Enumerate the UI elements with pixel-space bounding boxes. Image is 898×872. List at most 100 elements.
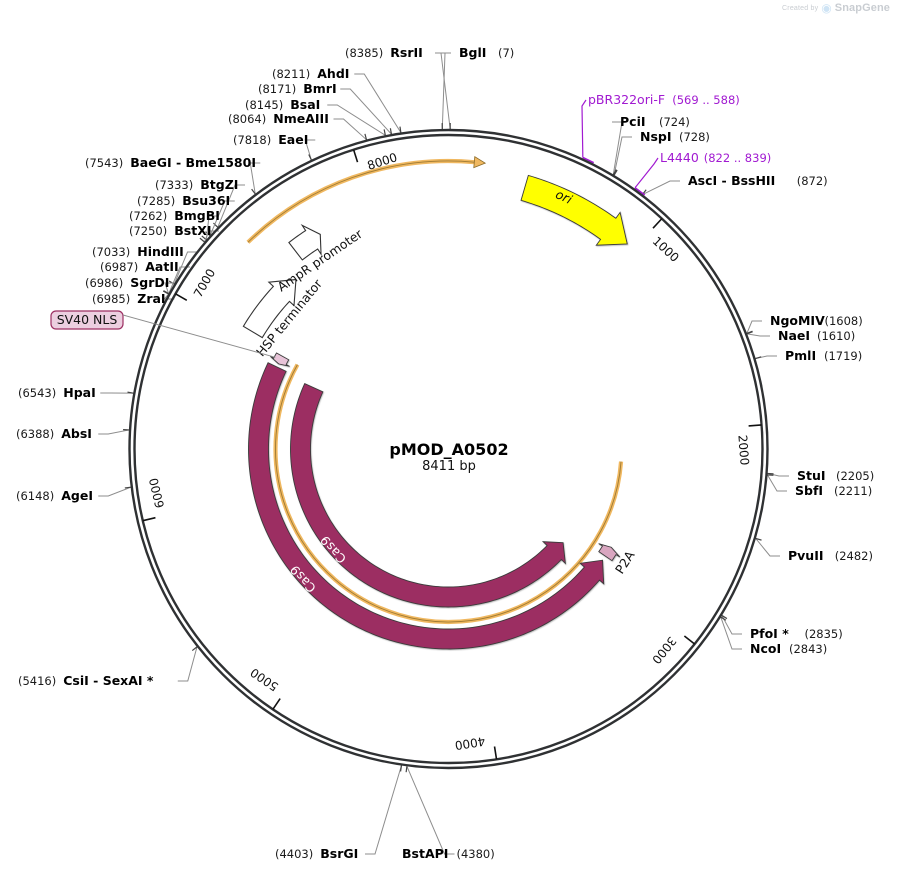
restriction-site-label: (7818) EaeI [233,132,308,147]
restriction-site-label: (6543)HpaI [18,385,96,400]
restriction-site-label: (7262) BmgBI [129,208,220,223]
site-name: StuI [797,468,826,483]
primer-range: (822 .. 839) [704,151,772,165]
leader-line [613,136,632,176]
restriction-site-label: (8385) RsrII [345,45,423,60]
restriction-site-label: (6985)ZraI [92,291,166,306]
ruler-tick [272,698,281,710]
orange-feature-track [246,155,624,625]
leader-line [98,486,131,497]
leader-line [327,104,386,136]
feature-ori [520,174,628,246]
ruler-tick [652,218,663,229]
site-name: BmgBI [174,208,220,223]
site-name: PciI [620,114,646,129]
plasmid-backbone [128,128,769,770]
restriction-site-label: (2211)SbfI [795,483,872,498]
ruler-tick [352,149,359,163]
leader-line [406,766,455,855]
ruler-tick-label: 6000 [147,477,168,510]
ruler-tick [142,516,156,522]
site-name: BglI [459,45,486,60]
site-name: NcoI [750,641,781,656]
restriction-site-label: (8171) BmrI [258,81,337,96]
leader-line [721,615,742,635]
restriction-site-label: (1608)NgoMIV [770,313,863,328]
site-name: HpaI [63,385,95,400]
site-position: (7) [498,46,514,60]
site-name: BstAPI [402,846,448,861]
site-position: (8171) [258,82,296,96]
site-name: BtgZI [200,177,238,192]
leader-line [209,200,235,236]
site-position: (6148) [16,489,54,503]
primer-name: pBR322ori-F [588,92,665,107]
site-name: PmlI [785,348,816,363]
leader-line [720,616,742,650]
page-title: pMOD_A0502 [389,440,508,459]
site-position: (728) [679,130,710,144]
site-position: (2835) [805,627,843,641]
leader-line [354,73,402,133]
leader-line [642,180,680,195]
site-name: BmrI [303,81,336,96]
leader-line [333,118,367,141]
ruler-tick [683,635,696,645]
site-position: (7262) [129,209,167,223]
site-position: (6388) [16,427,54,441]
site-name: EaeI [278,132,308,147]
primer-name: L4440 [660,150,699,165]
leader-line [217,184,246,228]
site-name: PfoI * [750,626,789,641]
primer-label: L4440 (822 .. 839) [660,150,771,165]
site-name: AgeI [61,488,93,503]
site-name: SgrDI [130,275,169,290]
restriction-site-label: (728) NspI [640,129,710,144]
site-position: (7818) [233,133,271,147]
restriction-site-label: (6986) SgrDI [85,275,169,290]
leader-line [249,162,261,195]
restriction-site-label: (7033)HindIII [92,244,184,259]
site-name: ZraI [137,291,165,306]
restriction-site-label: (6388) AbsI [16,426,92,441]
leader-line [440,52,451,130]
site-position: (7250) [129,224,167,238]
site-name: AbsI [61,426,92,441]
site-position: (8385) [345,46,383,60]
leader-line [365,765,402,855]
site-name: HindIII [137,244,184,259]
leader-line [612,121,623,175]
sv40-nls-label: SV40 NLS [57,312,118,327]
ruler-tick [748,424,762,427]
site-name: BaeGI - Bme1580I [130,155,256,170]
ruler-tick-label: 7000 [191,266,218,299]
primer-leader [581,99,587,158]
site-name: AatII [145,259,178,274]
site-position: (7285) [137,194,175,208]
site-position: (2843) [789,642,827,656]
leader-line [205,215,220,240]
feature-p2a [598,543,621,562]
restriction-site-label: (7333)BtgZI [155,177,238,192]
restriction-site-label: (2835) PfoI * [750,626,843,641]
site-position: (8145) [245,98,283,112]
site-name: BsaI [290,97,320,112]
site-name: PvuII [788,548,824,563]
leader-line [746,333,770,337]
site-position: (6986) [85,276,123,290]
site-name: NspI [640,129,672,144]
snapgene-watermark: Created by ◉ SnapGene [782,2,890,14]
site-name: BstXI [174,223,211,238]
plasmid-center-title: pMOD_A0502 8411 bp [389,440,508,474]
plasmid-size: 8411 bp [422,459,476,474]
site-name: RsrII [390,45,423,60]
leader-line [340,88,392,135]
restriction-site-label: (2482)PvuII [788,548,873,563]
site-name: AhdI [317,66,349,81]
restriction-site-label: (872)AscI - BssHII [688,173,828,188]
snapgene-logo-icon: ◉ [821,1,832,15]
feature-cas9-outer [248,362,605,650]
primer-leader [634,157,659,189]
restriction-site-label: (7543)BaeGI - Bme1580I [85,155,256,170]
